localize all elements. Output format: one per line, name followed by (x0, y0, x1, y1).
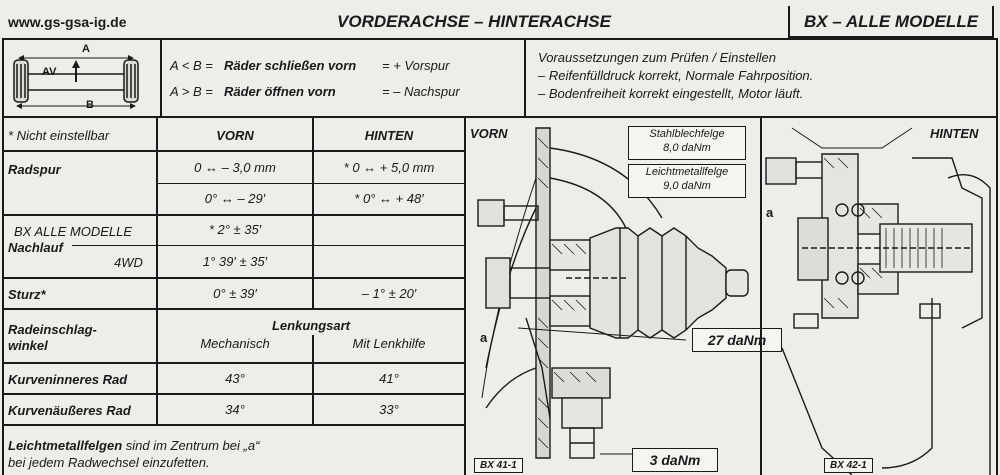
radspur-front-mm: 0 ↔ – 3,0 mm (194, 160, 276, 175)
prereq-title: Voraussetzungen zum Prüfen / Einstellen (538, 50, 776, 65)
row-line (2, 424, 465, 426)
col-mechanisch: Mechanisch (200, 336, 270, 351)
footnote-line-2: bei jedem Radwechsel einzufetten. (8, 455, 210, 470)
radspur-label: Radspur (8, 162, 61, 177)
nachlauf-all-value: * 2° ± 35′ (208, 222, 262, 237)
footnote-line-1: Leichtmetallfelgen sind im Zentrum bei „… (8, 438, 259, 453)
rule1-text: Räder schließen vorn (224, 58, 357, 73)
site-url: www.gs-gsa-ig.de (8, 14, 127, 30)
frame-left (2, 38, 4, 475)
row-line (158, 245, 465, 246)
table-col-1 (156, 118, 158, 424)
hub-nut-torque: 27 daNm (692, 328, 782, 352)
inner-mech-value: 43° (225, 371, 245, 386)
row-line (2, 362, 465, 364)
col-rear-header: HINTEN (364, 128, 414, 143)
sturz-label: Sturz* (8, 287, 46, 302)
model-label: BX – ALLE MODELLE (788, 6, 994, 38)
toe-diagram-icon (13, 55, 139, 109)
rule1-cond: A < B = (170, 58, 213, 73)
table-col-2a (312, 118, 314, 308)
front-ref: BX 41-1 (474, 458, 523, 473)
front-axle-drawing (477, 127, 749, 459)
col-front-header: VORN (216, 128, 254, 143)
alloy-rim-callout: Leichtmetallfelge 9,0 daNm (628, 164, 746, 198)
steel-rim-label: Stahlblechfelge (649, 128, 725, 140)
rear-marker-a: a (766, 205, 774, 220)
outer-wheel-label: Kurvenäußeres Rad (8, 403, 131, 418)
footnote-rest: sind im Zentrum bei „a“ (122, 438, 260, 453)
radspur-front-deg: 0° ↔ – 29′ (204, 191, 266, 206)
sturz-front: 0° ± 39′ (213, 286, 257, 301)
inner-wheel-label: Kurveninneres Rad (8, 372, 128, 387)
radspur-rear-deg: * 0° ↔ + 48′ (354, 191, 424, 206)
nachlauf-models: BX ALLE MODELLE (14, 224, 133, 239)
legend-av: AV (42, 66, 57, 78)
radspur-rear-mm: * 0 ↔ + 5,0 mm (343, 160, 435, 175)
row-line (158, 183, 465, 184)
outer-power-value: 33° (379, 402, 399, 417)
rear-axle-drawing (765, 127, 991, 475)
front-title: VORN (470, 126, 508, 141)
einschlag-label-2: winkel (8, 338, 48, 353)
rear-title: HINTEN (930, 126, 979, 141)
front-marker-a: a (480, 330, 488, 345)
alloy-rim-label: Leichtmetallfelge (645, 166, 729, 178)
row-line (2, 308, 465, 310)
diagram-divider (760, 118, 762, 475)
rear-ref: BX 42-1 (824, 458, 873, 473)
lenkungsart-header: Lenkungsart (271, 318, 350, 333)
header: www.gs-gsa-ig.de VORDERACHSE – HINTERACH… (0, 6, 1000, 38)
outer-mech-value: 34° (225, 402, 245, 417)
inner-power-value: 41° (379, 371, 399, 386)
nachlauf-tick (72, 245, 156, 246)
steel-rim-torque: 8,0 daNm (663, 142, 711, 154)
legend-a: A (82, 43, 90, 55)
nachlauf-4wd-value: 1° 39′ ± 35′ (202, 254, 268, 269)
col-lenkhilfe: Mit Lenkhilfe (352, 336, 426, 351)
sturz-rear: – 1° ± 20′ (361, 286, 417, 301)
prereq-item-2: – Bodenfreiheit korrekt eingestellt, Mot… (538, 86, 804, 101)
alloy-rim-torque: 9,0 daNm (663, 180, 711, 192)
row-line (2, 214, 465, 216)
steel-rim-callout: Stahlblechfelge 8,0 daNm (628, 126, 746, 160)
frame-top (2, 38, 998, 40)
table-right-border (464, 118, 466, 475)
legend-split-1 (160, 38, 162, 116)
row-line (2, 150, 465, 152)
row-line (2, 277, 465, 279)
legend-divider (2, 116, 998, 118)
table-col-2b (312, 335, 314, 424)
legend-split-2 (524, 38, 526, 116)
note-not-adjustable: * Nicht einstellbar (8, 128, 110, 143)
rule2-result: = – Nachspur (382, 84, 460, 99)
footnote-bold: Leichtmetallfelgen (8, 438, 123, 453)
joint-torque: 3 daNm (632, 448, 718, 472)
einschlag-label-1: Radeinschlag- (8, 322, 97, 337)
rule2-cond: A > B = (170, 84, 213, 99)
prereq-item-1: – Reifenfülldruck korrekt, Normale Fahrp… (538, 68, 814, 83)
rule2-text: Räder öffnen vorn (224, 84, 336, 99)
legend-b: B (86, 99, 94, 111)
nachlauf-4wd: 4WD (114, 255, 143, 270)
page-title: VORDERACHSE – HINTERACHSE (337, 12, 611, 31)
row-line (2, 393, 465, 395)
nachlauf-label: Nachlauf (8, 240, 63, 255)
rule1-result: = + Vorspur (382, 58, 450, 73)
frame-right (996, 38, 998, 475)
